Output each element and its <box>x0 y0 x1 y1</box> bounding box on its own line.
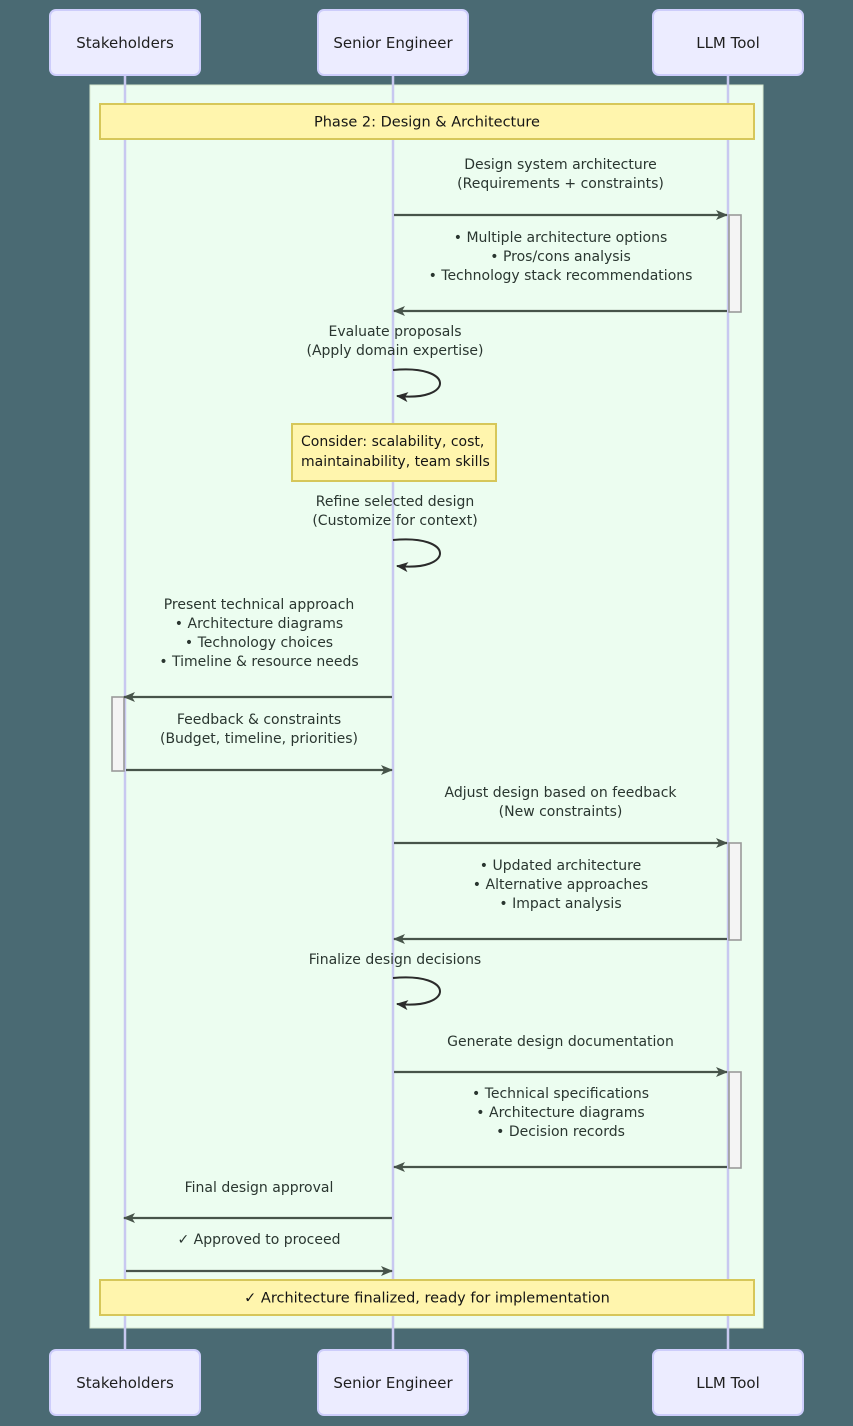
phase-banner-top-rect <box>99 103 755 140</box>
message-label: • Technology stack recommendations <box>429 268 693 284</box>
actor-label: LLM Tool <box>696 34 760 52</box>
message-m4: Refine selected design (Customize for con… <box>312 494 478 573</box>
activation-a-llm-1 <box>728 214 742 313</box>
actor-stakeholders-bottom[interactable]: Stakeholders <box>49 1349 201 1416</box>
message-label: • Alternative approaches <box>473 877 648 893</box>
actor-senior_engineer-bottom[interactable]: Senior Engineer <box>317 1349 469 1416</box>
message-label: Final design approval <box>185 1180 334 1196</box>
message-m12: Final design approval <box>123 1180 392 1223</box>
message-label: • Pros/cons analysis <box>490 249 631 265</box>
message-label: (Apply domain expertise) <box>307 343 484 359</box>
message-m8: • Updated architecture • Alternative appr… <box>393 858 727 944</box>
message-label: Design system architecture <box>464 157 657 173</box>
message-m9: Finalize design decisions <box>309 952 481 1011</box>
message-label: (Budget, timeline, priorities) <box>160 731 358 747</box>
actor-label: Stakeholders <box>76 34 174 52</box>
activation-a-llm-3 <box>728 1071 742 1169</box>
actor-box[interactable] <box>652 1349 804 1416</box>
message-label: (New constraints) <box>499 804 623 820</box>
actor-label: LLM Tool <box>696 1374 760 1392</box>
message-label: Refine selected design <box>316 494 474 510</box>
self-loop-arrow <box>392 368 441 403</box>
actor-box[interactable] <box>49 9 201 76</box>
message-label: Finalize design decisions <box>309 952 481 968</box>
message-label: (Requirements + constraints) <box>457 176 664 192</box>
actor-box[interactable] <box>317 1349 469 1416</box>
message-label: Generate design documentation <box>447 1034 674 1050</box>
message-label: Present technical approach <box>164 597 355 613</box>
message-label: • Architecture diagrams <box>476 1105 644 1121</box>
activation-a-llm-2 <box>728 842 742 941</box>
activations-group <box>111 214 742 1169</box>
phase-background <box>89 84 764 1329</box>
message-m7: Adjust design based on feedback (New cons… <box>394 785 728 848</box>
message-m5: Present technical approach • Architecture… <box>123 597 392 702</box>
message-label: • Impact analysis <box>499 896 621 912</box>
phase-region <box>89 84 764 1329</box>
phase-banner-top: Phase 2: Design & Architecture <box>99 103 755 140</box>
message-label: • Decision records <box>496 1124 625 1140</box>
message-m3: Evaluate proposals (Apply domain expertis… <box>307 324 484 403</box>
message-label: Adjust design based on feedback <box>444 785 677 801</box>
self-loop-arrow <box>392 976 441 1011</box>
message-label: • Technology choices <box>185 635 333 651</box>
message-m1: Design system architecture (Requirements … <box>394 157 728 220</box>
note-group: Consider: scalability, cost, maintainabil… <box>291 423 497 482</box>
messages-group: Design system architecture (Requirements … <box>123 157 728 1276</box>
message-label: (Customize for context) <box>312 513 477 529</box>
actor-label: Senior Engineer <box>333 34 453 52</box>
activation-a-stk-1 <box>111 696 125 772</box>
message-label: Evaluate proposals <box>328 324 461 340</box>
message-label: • Timeline & resource needs <box>159 654 358 670</box>
note-box <box>291 423 497 482</box>
message-m2: • Multiple architecture options • Pros/co… <box>393 230 727 316</box>
note-line: maintainability, team skills <box>301 454 490 470</box>
actor-box[interactable] <box>652 9 804 76</box>
banners-group: Phase 2: Design & Architecture ✓ Architec… <box>99 103 755 1316</box>
message-label: • Architecture diagrams <box>175 616 343 632</box>
phase-banner-bottom-rect <box>99 1279 755 1316</box>
message-m13: ✓ Approved to proceed <box>126 1232 393 1276</box>
message-m10: Generate design documentation <box>394 1034 728 1077</box>
phase-banner-bottom: ✓ Architecture finalized, ready for impl… <box>99 1279 755 1316</box>
phase-banner-bottom-text: ✓ Architecture finalized, ready for impl… <box>244 1291 610 1307</box>
actor-llm_tool-top[interactable]: LLM Tool <box>652 9 804 76</box>
actor-box[interactable] <box>49 1349 201 1416</box>
actor-senior_engineer-top[interactable]: Senior Engineer <box>317 9 469 76</box>
message-label: Feedback & constraints <box>177 712 341 728</box>
note-line: Consider: scalability, cost, <box>301 434 484 450</box>
actor-label: Senior Engineer <box>333 1374 453 1392</box>
message-m11: • Technical specifications • Architecture… <box>393 1086 727 1172</box>
actor-label: Stakeholders <box>76 1374 174 1392</box>
lifelines-group <box>123 75 730 1350</box>
message-label: • Technical specifications <box>472 1086 649 1102</box>
message-m6: Feedback & constraints (Budget, timeline,… <box>126 712 393 775</box>
actor-llm_tool-bottom[interactable]: LLM Tool <box>652 1349 804 1416</box>
self-loop-arrow <box>392 538 441 573</box>
message-label: • Multiple architecture options <box>454 230 668 246</box>
actor-box[interactable] <box>317 9 469 76</box>
message-label: • Updated architecture <box>480 858 641 874</box>
phase-banner-top-text: Phase 2: Design & Architecture <box>314 115 540 131</box>
message-label: ✓ Approved to proceed <box>178 1232 341 1248</box>
actor-stakeholders-top[interactable]: Stakeholders <box>49 9 201 76</box>
